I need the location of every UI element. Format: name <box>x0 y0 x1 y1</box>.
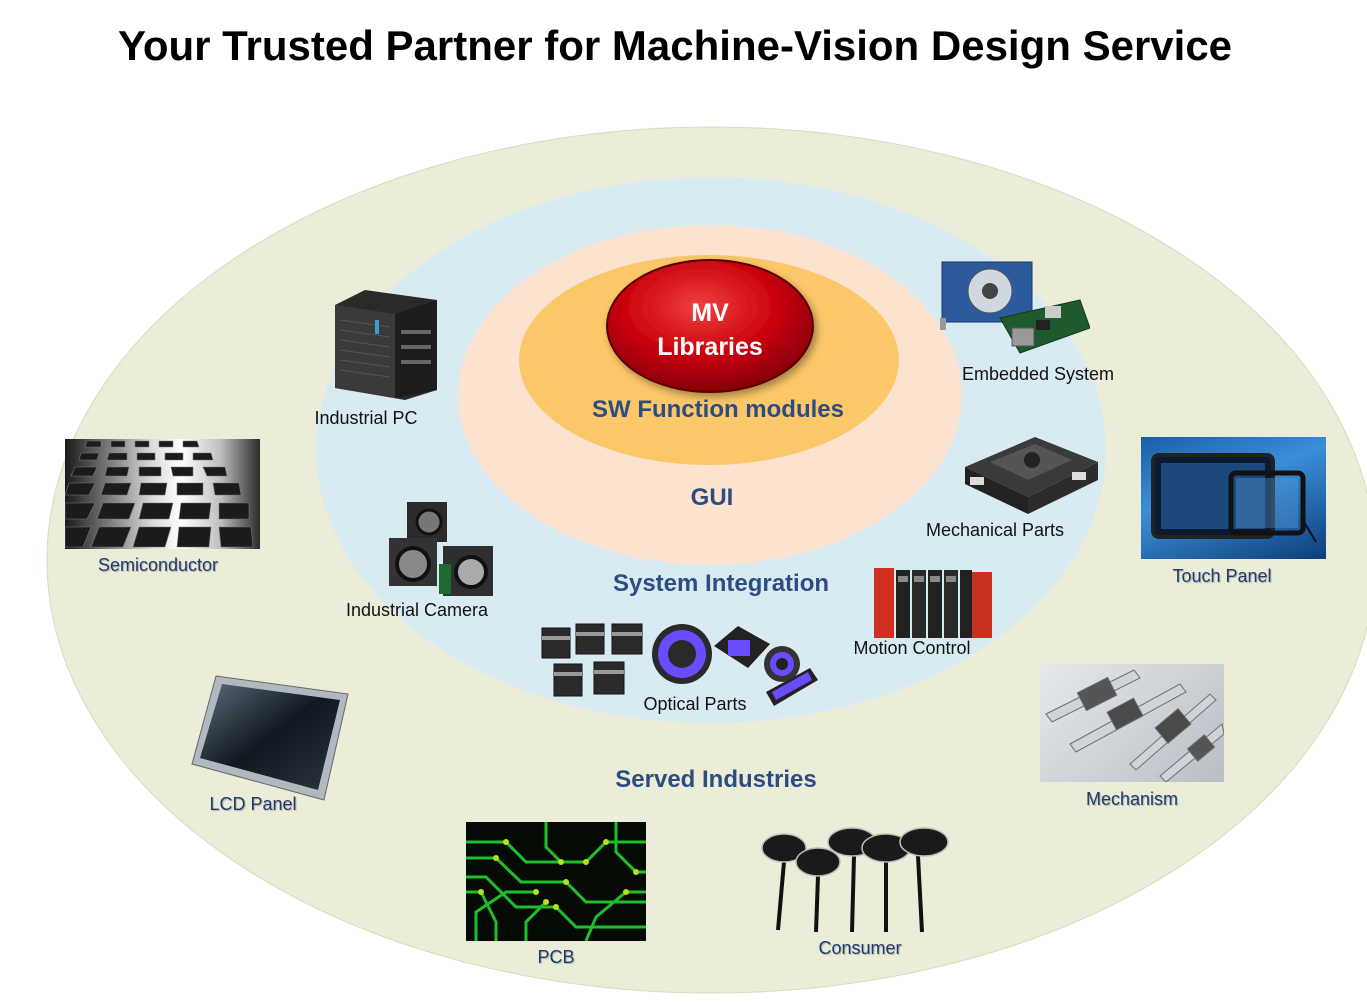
mechanical-parts-image <box>960 422 1100 520</box>
label-industrial-camera: Industrial Camera <box>345 600 489 620</box>
label-consumer: Consumer <box>818 938 902 958</box>
label-motion-control: Motion Control <box>853 638 971 658</box>
label-touch-panel: Touch Panel <box>1172 566 1272 586</box>
industrial-camera-image <box>385 496 505 604</box>
embedded-system-image <box>940 258 1090 364</box>
core-label: MV Libraries <box>657 299 763 361</box>
label-embedded-system: Embedded System <box>961 364 1115 384</box>
label-pcb: PCB <box>537 947 575 967</box>
mechanism-image <box>1040 664 1224 782</box>
core-mv-libraries <box>606 259 814 393</box>
industrial-pc-image <box>335 290 437 400</box>
label-mechanism: Mechanism <box>1085 789 1179 809</box>
ring-label-served-industries: Served Industries <box>615 766 817 793</box>
label-industrial-pc: Industrial PC <box>314 408 418 428</box>
touch-panel-image <box>1141 437 1326 559</box>
ring-label-sw-function-modules: SW Function modules <box>592 396 844 423</box>
optical-parts-image <box>538 620 822 708</box>
ring-label-gui: GUI <box>690 484 734 511</box>
ring-label-system-integration: System Integration <box>612 570 830 597</box>
page-title: Your Trusted Partner for Machine-Vision … <box>117 22 1233 69</box>
label-semiconductor: Semiconductor <box>97 555 219 575</box>
consumer-image <box>756 826 956 934</box>
label-optical-parts: Optical Parts <box>643 694 747 714</box>
lcd-panel-image <box>190 672 352 804</box>
motion-control-image <box>872 566 994 644</box>
label-lcd-panel: LCD Panel <box>209 794 297 814</box>
label-mechanical-parts: Mechanical Parts <box>925 520 1065 540</box>
semiconductor-image <box>65 439 260 549</box>
pcb-image <box>466 822 646 941</box>
